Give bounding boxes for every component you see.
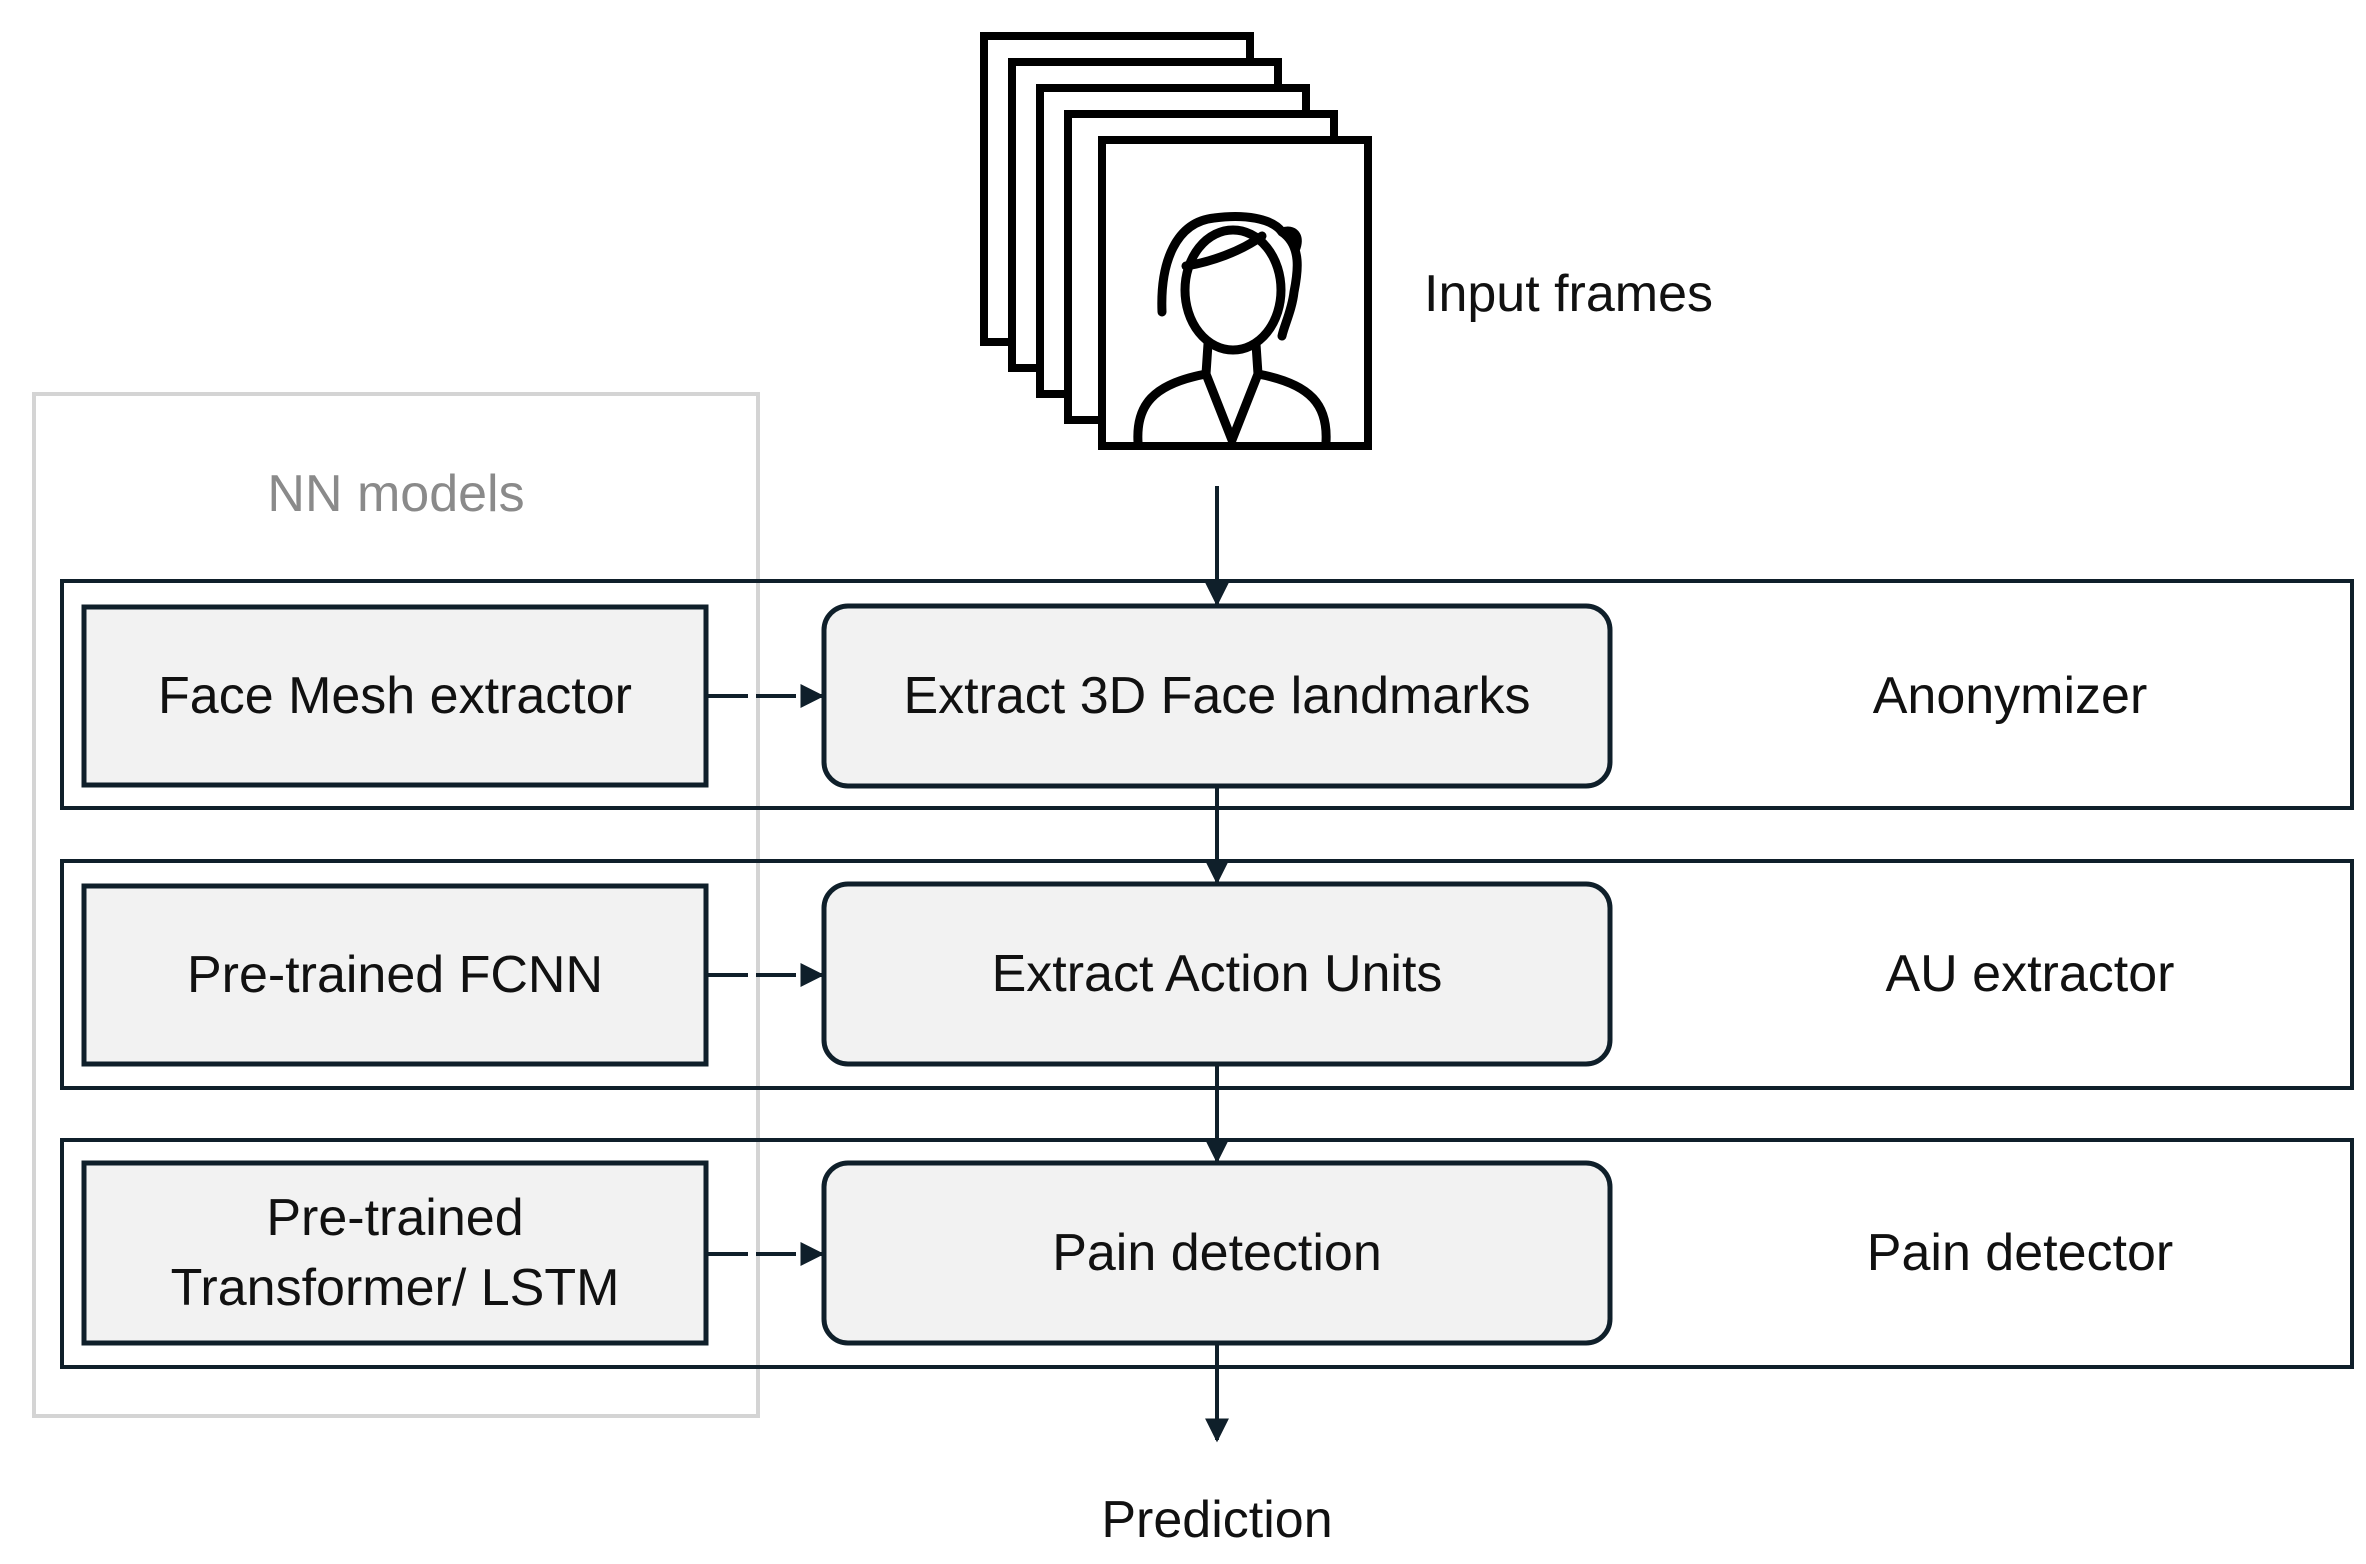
nn-models-group: [32, 392, 760, 1418]
model-box-fcnn: [81, 883, 709, 1067]
nn-models-title: NN models: [267, 464, 525, 523]
stage-name-pain-detector: Pain detector: [1866, 1223, 2174, 1282]
model-box-face-mesh: [81, 604, 709, 788]
stage-name-au-extractor: AU extractor: [1885, 944, 2175, 1003]
model-box-transformer-lstm: [81, 1160, 709, 1346]
model-label-fcnn: Pre-trained FCNN: [186, 945, 604, 1004]
process-label-pain-detection: Pain detection: [1052, 1223, 1382, 1282]
process-label-action-units: Extract Action Units: [991, 944, 1443, 1003]
stage-container-anonymizer: [60, 579, 2354, 810]
input-frames-label: Input frames: [1424, 264, 1714, 323]
model-label-transformer-lstm: Pre-trained Transformer/ LSTM: [170, 1188, 620, 1317]
process-label-landmarks: Extract 3D Face landmarks: [903, 666, 1531, 725]
stage-name-anonymizer: Anonymizer: [1872, 666, 2148, 725]
person-icon: [1133, 212, 1331, 447]
model-label-face-mesh: Face Mesh extractor: [158, 666, 632, 725]
prediction-label: Prediction: [1101, 1490, 1333, 1549]
